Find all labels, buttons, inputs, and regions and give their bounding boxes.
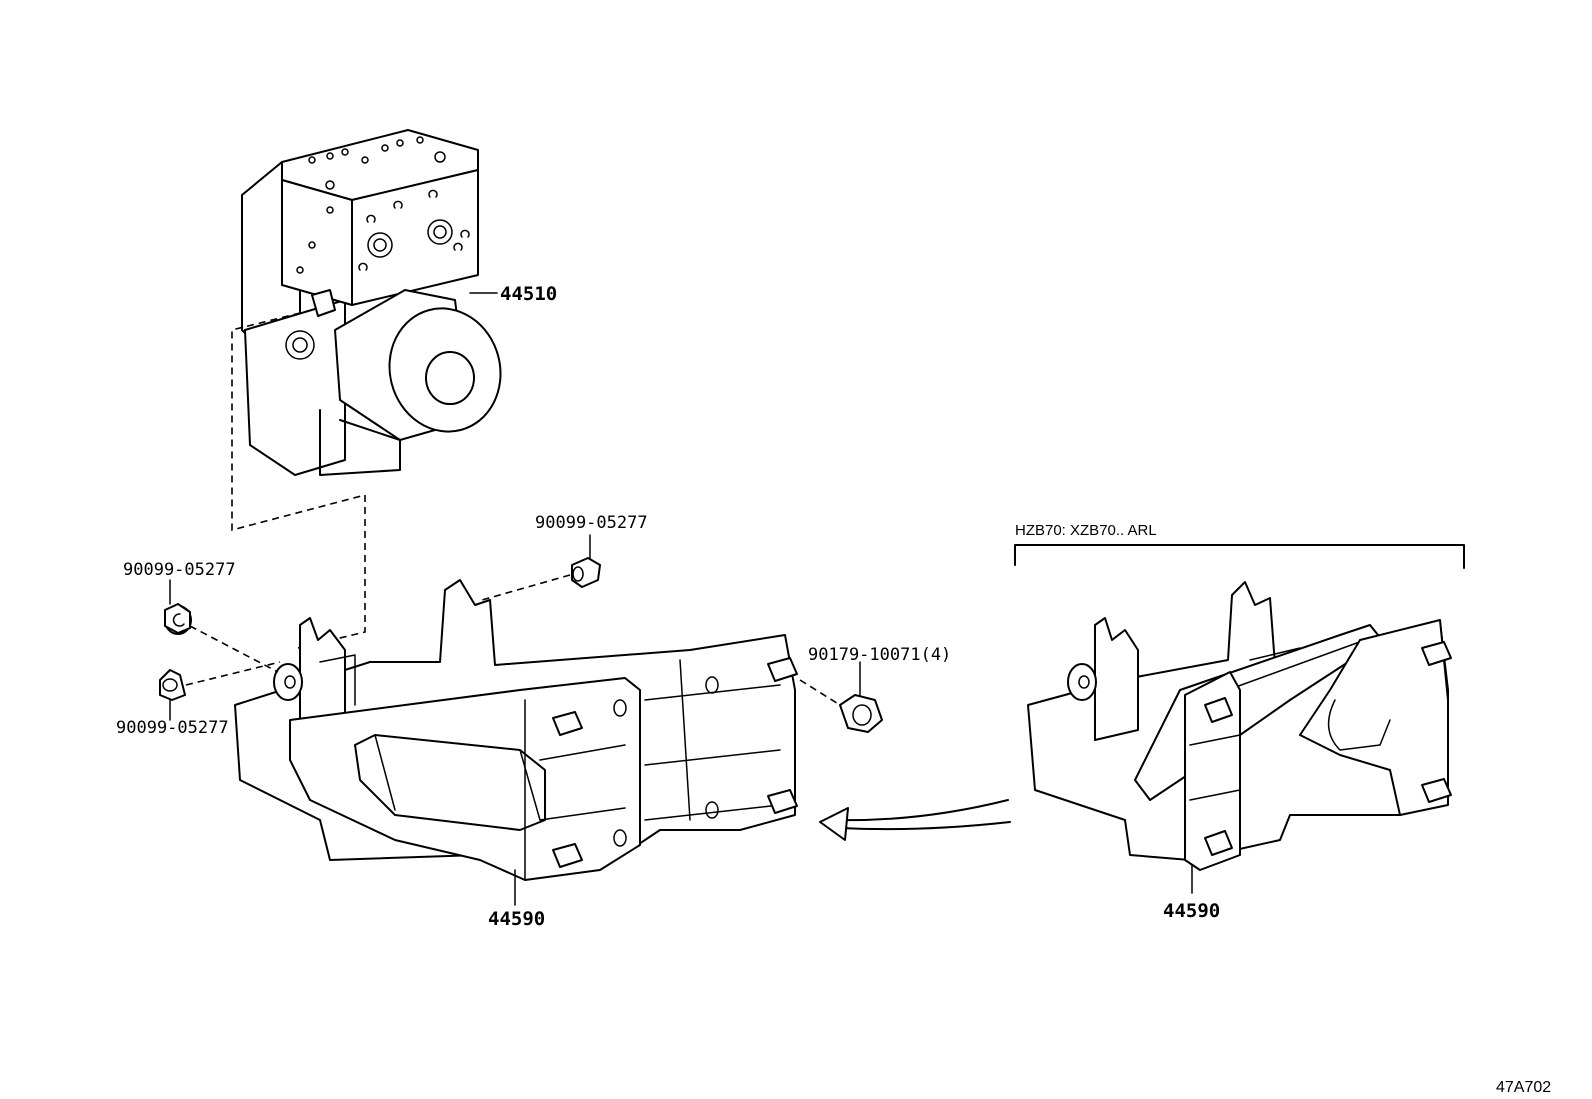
bolt-icon[interactable]: [571, 557, 601, 588]
bracket-assembly-left[interactable]: [234, 579, 798, 906]
variant-bracket-line: [1014, 544, 1465, 569]
bolt-icon[interactable]: [159, 669, 186, 701]
bolt-icon[interactable]: [164, 603, 192, 635]
label-44590-right[interactable]: 44590: [1163, 900, 1220, 922]
nut-icon[interactable]: [839, 694, 883, 733]
label-nut[interactable]: 90179-10071(4): [808, 645, 951, 665]
abs-actuator[interactable]: [241, 129, 514, 476]
variant-note: HZB70: XZB70.. ARL: [1015, 522, 1157, 539]
bracket-assembly-right[interactable]: [1027, 581, 1452, 894]
label-44590-left[interactable]: 44590: [488, 908, 545, 930]
label-bolt-left-upper[interactable]: 90099-05277: [123, 560, 236, 580]
label-44510[interactable]: 44510: [500, 283, 557, 305]
label-bolt-left-lower[interactable]: 90099-05277: [116, 718, 229, 738]
drawing-code: 47A702: [1496, 1079, 1551, 1096]
variant-bracket-group: HZB70: XZB70.. ARL: [1014, 522, 1465, 569]
label-bolt-top[interactable]: 90099-05277: [535, 513, 648, 533]
assembly-guide-line: [231, 309, 366, 649]
variant-arrow: [819, 799, 1011, 841]
